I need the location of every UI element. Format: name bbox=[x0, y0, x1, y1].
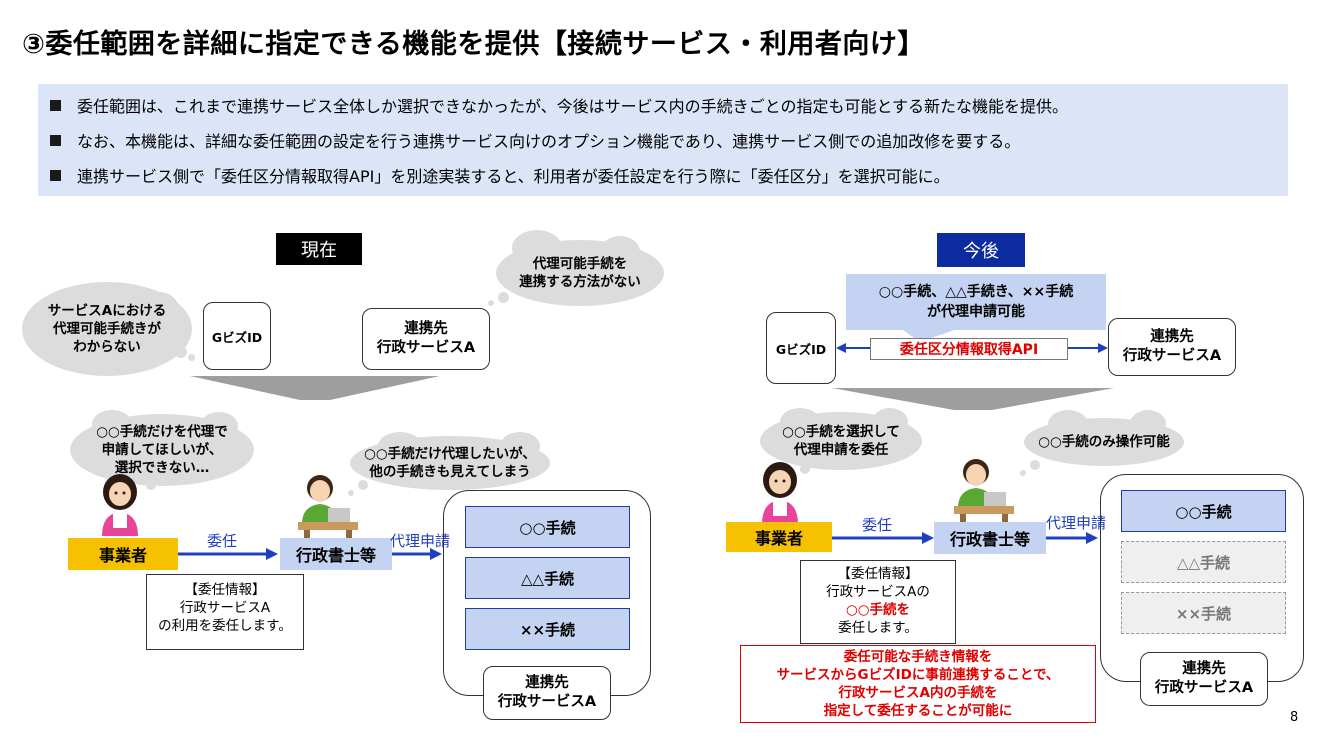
procedure-item: ○○手続 bbox=[465, 506, 630, 548]
procedure-item: △△手続 bbox=[465, 557, 630, 599]
transition-shadow-arrow bbox=[832, 388, 1114, 410]
delegate-label: 委任 bbox=[862, 516, 893, 534]
delegate-label: 委任 bbox=[207, 532, 238, 550]
business-operator-box: 事業者 bbox=[68, 538, 178, 570]
scrivener-box: 行政書士等 bbox=[280, 538, 392, 570]
page-title: ③委任範囲を詳細に指定できる機能を提供【接続サービス・利用者向け】 bbox=[22, 29, 925, 60]
scrivener-box: 行政書士等 bbox=[934, 522, 1046, 554]
delegate-arrow bbox=[178, 548, 278, 560]
cloud-scrivener-sees-all: ○○手続だけ代理したいが、他の手続きも見えてしまう bbox=[350, 436, 550, 490]
linked-service-box: 連携先行政サービスA bbox=[1108, 318, 1236, 376]
delegate-arrow bbox=[832, 532, 934, 544]
cloud-tail bbox=[800, 464, 810, 474]
delegation-category-api: 委任区分情報取得API bbox=[870, 338, 1068, 360]
procedure-item-disabled: ××手続 bbox=[1121, 592, 1286, 634]
linked-service-box: 連携先行政サービスA bbox=[362, 308, 490, 370]
linked-service-bottom-box: 連携先行政サービスA bbox=[483, 666, 611, 720]
linked-service-bottom-box: 連携先行政サービスA bbox=[1140, 652, 1268, 706]
business-operator-box: 事業者 bbox=[726, 522, 832, 552]
cloud-service-unknown: サービスAにおける代理可能手続きがわからない bbox=[22, 282, 192, 376]
scrivener-person-icon bbox=[298, 475, 358, 538]
proxy-available-callout: ○○手続、△△手続き、××手続が代理申請可能 bbox=[846, 274, 1106, 330]
page-number: 8 bbox=[1290, 710, 1299, 725]
bullet-item: 委任範囲は、これまで連携サービス全体しか選択できなかったが、今後はサービス内の手… bbox=[50, 93, 1068, 117]
future-label: 今後 bbox=[937, 233, 1025, 267]
cloud-scrivener-only-operate: ○○手続のみ操作可能 bbox=[1024, 418, 1184, 466]
procedure-item-selected: ○○手続 bbox=[1121, 490, 1286, 532]
square-bullet-icon bbox=[50, 170, 61, 181]
proxy-apply-label: 代理申請 bbox=[390, 532, 451, 550]
business-person-icon bbox=[102, 474, 138, 536]
procedure-item-disabled: △△手続 bbox=[1121, 541, 1286, 583]
square-bullet-icon bbox=[50, 135, 61, 146]
gbiz-id-box: GビズID bbox=[766, 312, 836, 384]
current-label: 現在 bbox=[276, 233, 362, 265]
gbiz-id-box: GビズID bbox=[203, 302, 271, 370]
procedure-item: ××手続 bbox=[465, 608, 630, 650]
transition-shadow-arrow bbox=[190, 376, 440, 400]
cloud-no-link-method: 代理可能手続を連携する方法がない bbox=[496, 240, 664, 306]
proxy-apply-arrow bbox=[1046, 532, 1098, 544]
delegation-info-note: 【委任情報】 行政サービスAの ○○手続を 委任します。 bbox=[800, 560, 956, 644]
bullet-item: 連携サービス側で「委任区分情報取得API」を別途実装すると、利用者が委任設定を行… bbox=[50, 163, 950, 187]
cloud-tail bbox=[488, 300, 494, 306]
proxy-apply-label: 代理申請 bbox=[1046, 514, 1107, 532]
cloud-tail bbox=[498, 292, 509, 303]
proxy-apply-arrow bbox=[392, 548, 442, 560]
cloud-tail bbox=[146, 480, 156, 490]
cloud-tail bbox=[1030, 460, 1040, 470]
cloud-tail bbox=[358, 480, 368, 490]
summary-bullets: 委任範囲は、これまで連携サービス全体しか選択できなかったが、今後はサービス内の手… bbox=[38, 84, 1288, 196]
bullet-item: なお、本機能は、詳細な委任範囲の設定を行う連携サービス向けのオプション機能であり… bbox=[50, 128, 1020, 152]
cloud-business-select-procedure: ○○手続を選択して代理申請を委任 bbox=[760, 412, 922, 470]
cloud-business-cannot-select: ○○手続だけを代理で申請してほしいが、選択できない… bbox=[70, 414, 254, 486]
square-bullet-icon bbox=[50, 100, 61, 111]
cloud-tail bbox=[1020, 470, 1026, 476]
scrivener-person-icon bbox=[954, 459, 1014, 522]
cloud-tail bbox=[188, 354, 195, 361]
advance-linkage-explanation: 委任可能な手続き情報をサービスからGビズIDに事前連携することで、行政サービスA… bbox=[740, 645, 1096, 723]
cloud-tail bbox=[175, 346, 187, 358]
cloud-tail bbox=[348, 490, 354, 496]
business-person-icon bbox=[762, 462, 798, 524]
